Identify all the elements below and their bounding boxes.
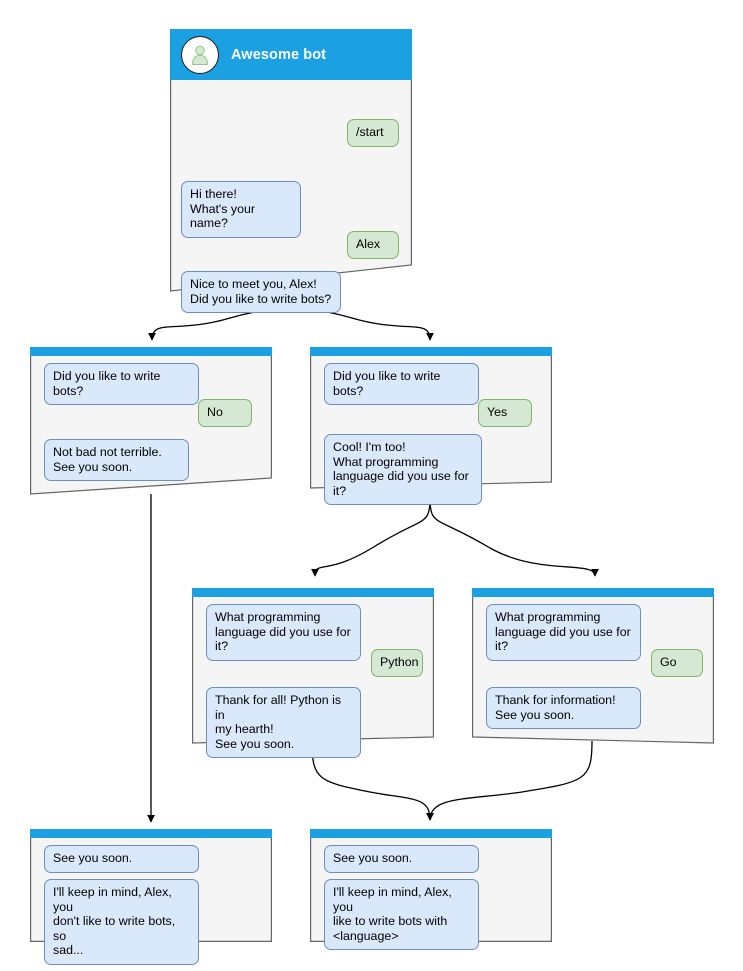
node-python-branch[interactable]: What programming language did you use fo… (192, 588, 434, 759)
node-end-sad[interactable]: See you soon. I'll keep in mind, Alex, y… (30, 829, 272, 965)
node-python-branch-titlebar (192, 588, 434, 597)
node-python-branch-content: What programming language did you use fo… (192, 588, 434, 759)
chat-bubble-user[interactable]: No (198, 399, 252, 427)
node-end-happy-content: See you soon. I'll keep in mind, Alex, y… (310, 829, 552, 951)
node-yes-branch-titlebar (310, 347, 552, 356)
chat-bubble-bot[interactable]: Did you like to write bots? (324, 363, 479, 406)
node-root[interactable]: Awesome bot /start Hi there! What's your… (170, 29, 412, 314)
node-end-sad-chat: See you soon. I'll keep in mind, Alex, y… (30, 838, 272, 965)
chat-bubble-bot[interactable]: I'll keep in mind, Alex, you like to wri… (324, 879, 479, 951)
node-root-titlebar: Awesome bot (170, 29, 412, 80)
chat-bubble-bot[interactable]: Nice to meet you, Alex! Did you like to … (181, 271, 341, 314)
bot-avatar (181, 35, 219, 74)
node-yes-branch-chat: Did you like to write bots? Yes Cool! I'… (310, 356, 552, 506)
node-end-happy[interactable]: See you soon. I'll keep in mind, Alex, y… (310, 829, 552, 951)
node-end-sad-content: See you soon. I'll keep in mind, Alex, y… (30, 829, 272, 965)
chat-bubble-bot[interactable]: Not bad not terrible. See you soon. (44, 439, 189, 482)
chat-bubble-bot[interactable]: See you soon. (324, 845, 479, 873)
node-go-branch[interactable]: What programming language did you use fo… (472, 588, 714, 744)
chat-bubble-user[interactable]: /start (347, 119, 399, 147)
edge-go-to-end-happy (426, 740, 593, 821)
chat-bubble-bot[interactable]: Hi there! What's your name? (181, 181, 301, 238)
chat-bubble-bot[interactable]: I'll keep in mind, Alex, you don't like … (44, 879, 199, 965)
node-no-branch[interactable]: Did you like to write bots? No Not bad n… (30, 347, 272, 495)
node-no-branch-titlebar (30, 347, 272, 356)
chat-bubble-bot[interactable]: Cool! I'm too! What programming language… (324, 434, 482, 506)
chat-bubble-user[interactable]: Python (371, 649, 423, 677)
node-yes-branch[interactable]: Did you like to write bots? Yes Cool! I'… (310, 347, 552, 506)
node-no-branch-chat: Did you like to write bots? No Not bad n… (30, 356, 272, 495)
node-go-branch-chat: What programming language did you use fo… (472, 597, 714, 744)
node-root-content: Awesome bot /start Hi there! What's your… (170, 29, 412, 314)
node-go-branch-content: What programming language did you use fo… (472, 588, 714, 744)
chat-bubble-bot[interactable]: What programming language did you use fo… (486, 604, 641, 661)
node-go-branch-titlebar (472, 588, 714, 597)
node-end-sad-titlebar (30, 829, 272, 838)
node-yes-branch-content: Did you like to write bots? Yes Cool! I'… (310, 347, 552, 506)
node-python-branch-chat: What programming language did you use fo… (192, 597, 434, 759)
node-end-happy-chat: See you soon. I'll keep in mind, Alex, y… (310, 838, 552, 951)
bot-name-label: Awesome bot (231, 46, 327, 63)
node-root-chat: /start Hi there! What's your name? Alex … (170, 80, 412, 314)
chat-bubble-user[interactable]: Yes (478, 399, 532, 427)
chat-bubble-user[interactable]: Alex (347, 231, 399, 259)
chat-bubble-bot[interactable]: What programming language did you use fo… (206, 604, 361, 661)
chat-bubble-bot[interactable]: See you soon. (44, 845, 199, 873)
node-end-happy-titlebar (310, 829, 552, 838)
node-no-branch-content: Did you like to write bots? No Not bad n… (30, 347, 272, 495)
chat-bubble-user[interactable]: Go (651, 649, 703, 677)
chat-bubble-bot[interactable]: Thank for information! See you soon. (486, 687, 641, 730)
chat-bubble-bot[interactable]: Thank for all! Python is in my hearth! S… (206, 687, 361, 759)
chat-bubble-bot[interactable]: Did you like to write bots? (44, 363, 199, 406)
